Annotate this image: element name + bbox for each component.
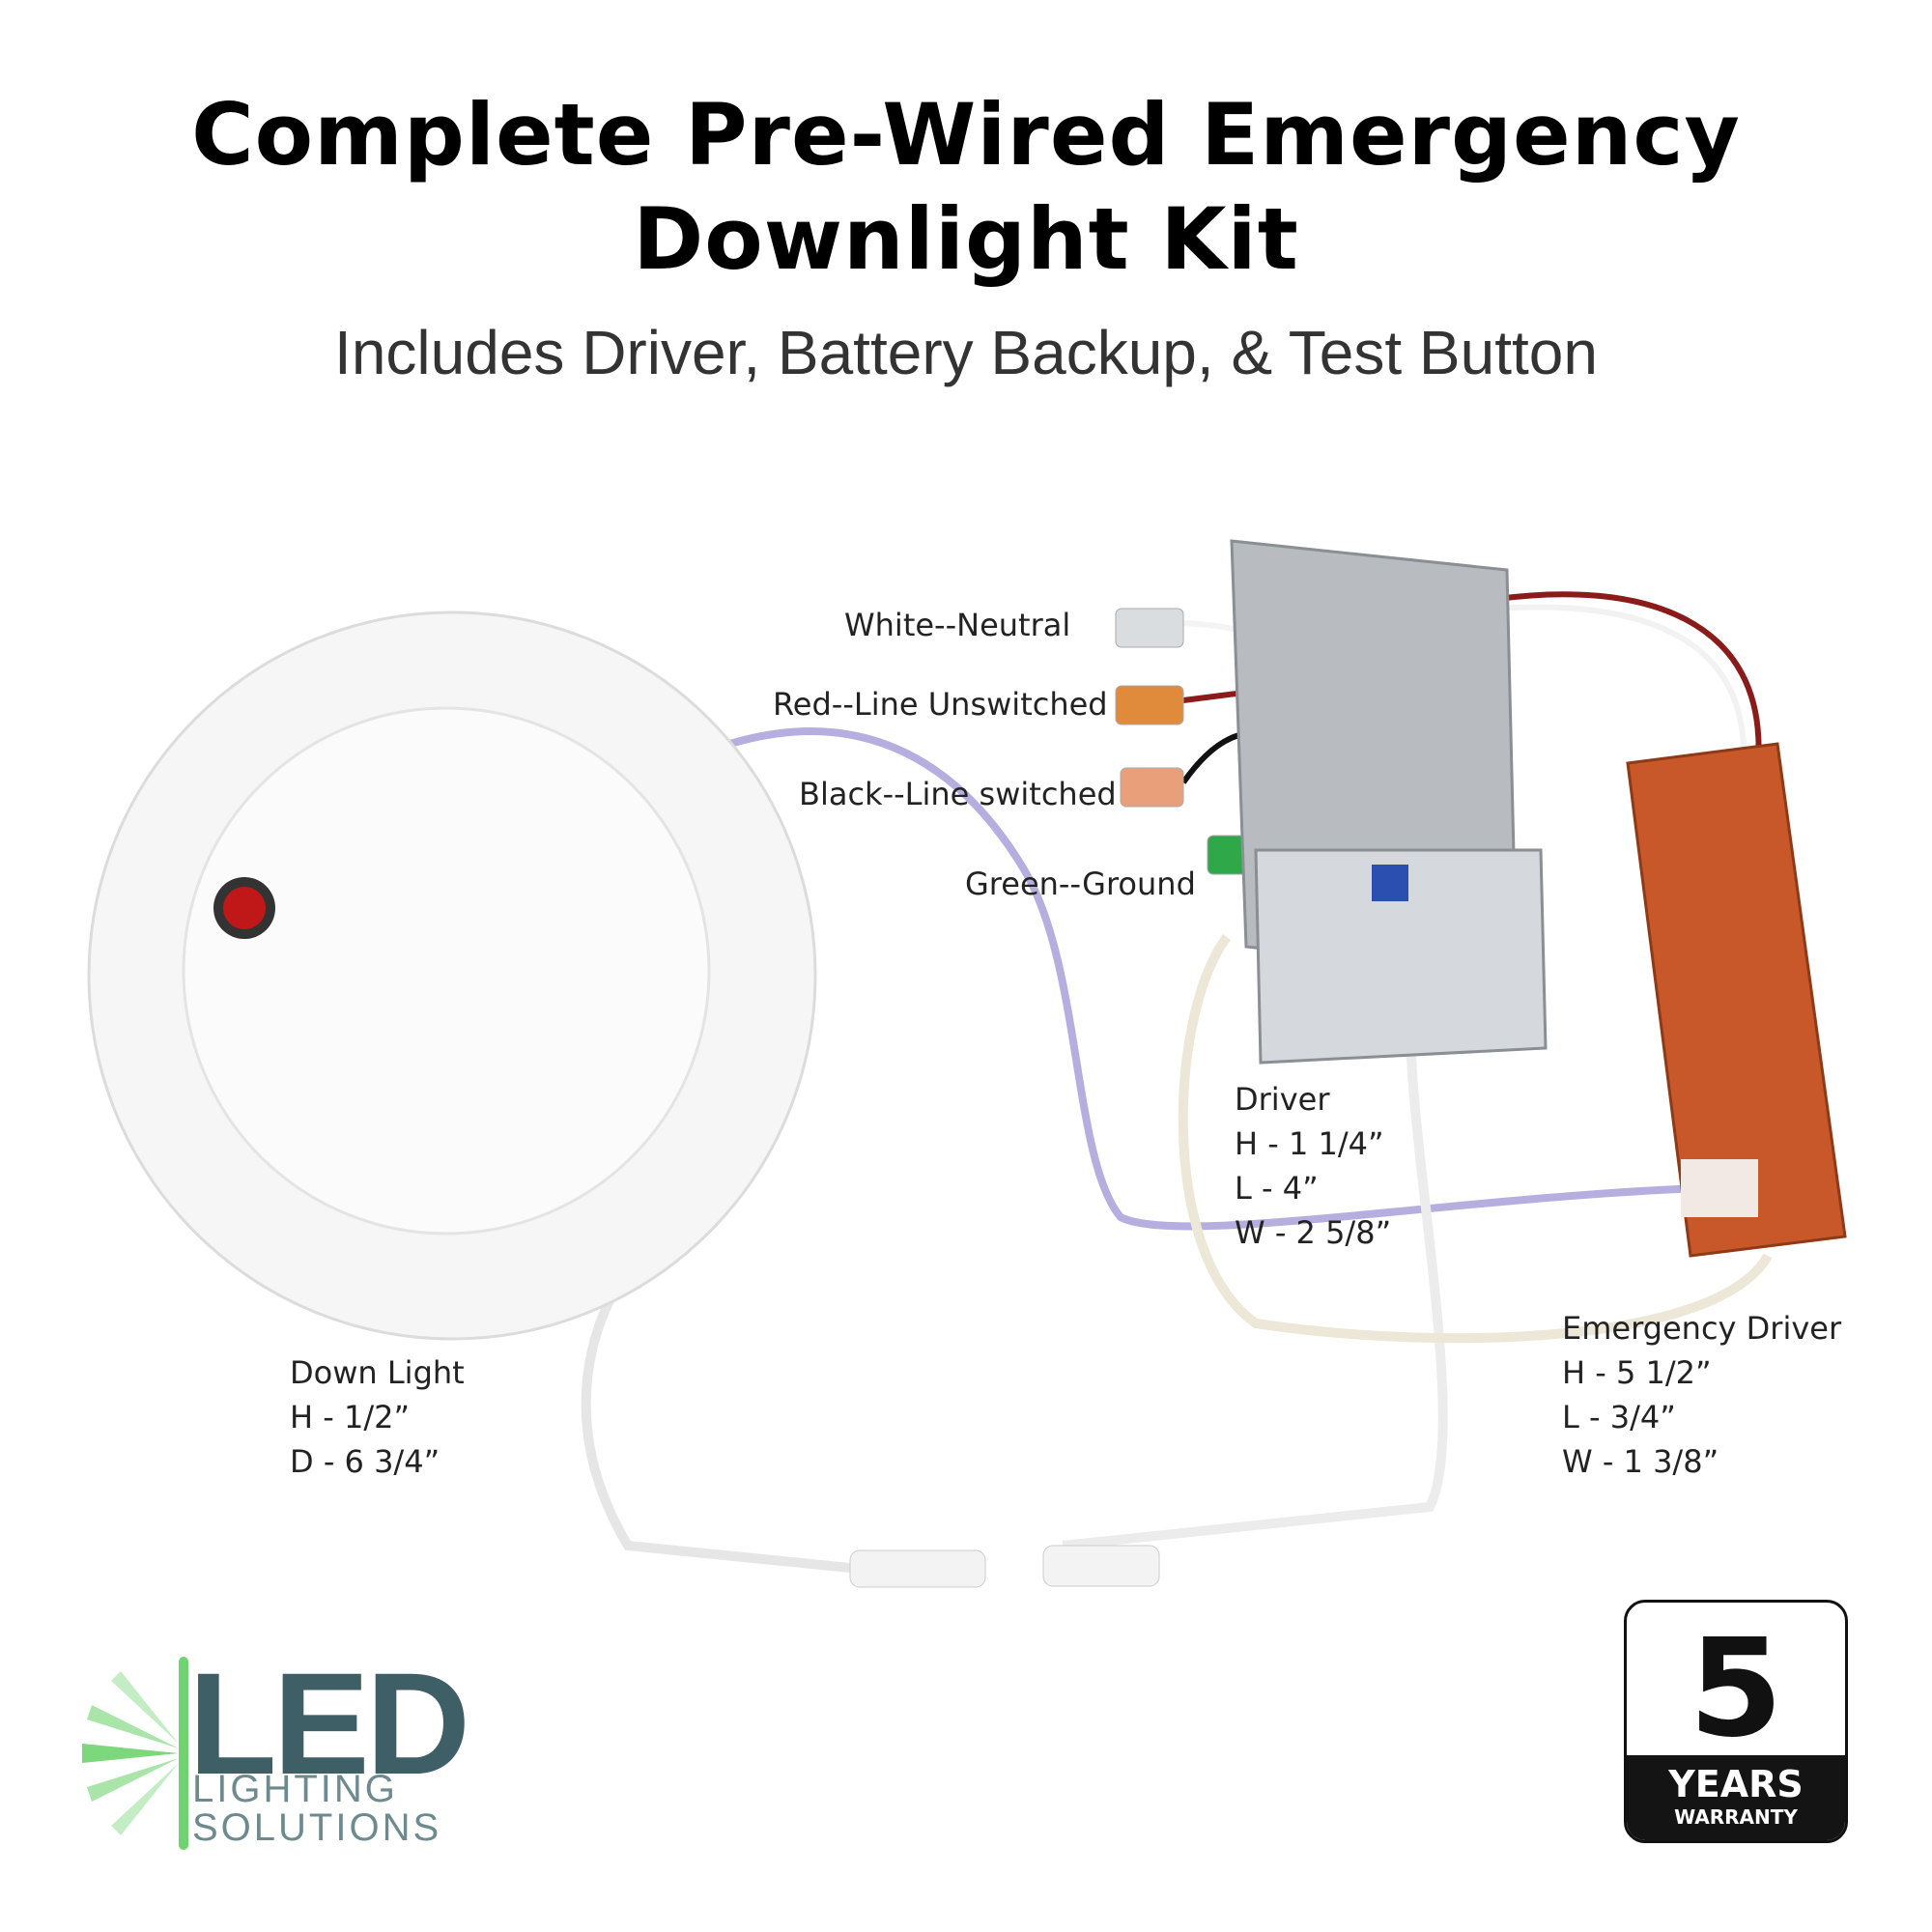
dc-plug-female <box>1042 1545 1160 1587</box>
dc-cable-right <box>1062 1023 1448 1550</box>
emergency-driver-test-terminal <box>1681 1159 1758 1217</box>
warranty-label: WARRANTY <box>1674 1805 1798 1829</box>
label-white-neutral: White--Neutral <box>844 607 1071 643</box>
emergency-led-driver <box>1626 742 1847 1258</box>
emergency-cable <box>1178 934 1773 1344</box>
warranty-badge: 5 YEARS WARRANTY <box>1624 1600 1848 1843</box>
company-logo: LED LIGHTING SOLUTIONS <box>82 1642 470 1855</box>
dc-plug-male <box>849 1549 986 1588</box>
label-black-line: Black--Line switched <box>799 776 1117 812</box>
driver-height: H - 1 1/4” <box>1235 1125 1384 1162</box>
emergency-driver-width: W - 1 3/8” <box>1562 1443 1719 1480</box>
emergency-driver-name: Emergency Driver <box>1562 1310 1842 1347</box>
downlight-height: H - 1/2” <box>290 1399 411 1435</box>
title-line-2: Downlight Kit <box>633 189 1299 289</box>
logo-led: LED <box>188 1642 470 1804</box>
downlight-diameter: D - 6 3/4” <box>290 1443 440 1480</box>
driver-dimensions: Driver H - 1 1/4” L - 4” W - 2 5/8” <box>1235 1077 1391 1255</box>
downlight-dimensions: Down Light H - 1/2” D - 6 3/4” <box>290 1350 465 1484</box>
warranty-years-label: YEARS <box>1668 1763 1804 1805</box>
logo-solutions: SOLUTIONS <box>192 1806 442 1849</box>
led-driver <box>1254 848 1548 1065</box>
driver-width: W - 2 5/8” <box>1235 1214 1392 1251</box>
downlight-cable <box>713 727 1701 1231</box>
test-button <box>223 887 266 929</box>
downlight-lens <box>182 706 711 1236</box>
label-green-ground: Green--Ground <box>965 866 1196 902</box>
title-line-1: Complete Pre-Wired Emergency <box>191 85 1741 185</box>
sunburst-icon <box>82 1657 188 1850</box>
wago-connector-red <box>1115 685 1184 725</box>
label-red-line: Red--Line Unswitched <box>773 686 1108 723</box>
wago-connector-white <box>1115 608 1184 648</box>
wago-connector-black <box>1120 767 1184 808</box>
logo-lighting: LIGHTING <box>192 1768 398 1810</box>
emergency-driver-height: H - 5 1/2” <box>1562 1354 1712 1391</box>
energy-star-label <box>1372 865 1408 901</box>
driver-name: Driver <box>1235 1081 1330 1118</box>
emergency-driver-length: L - 3/4” <box>1562 1399 1676 1435</box>
warranty-years-number: 5 <box>1689 1610 1783 1768</box>
downlight-name: Down Light <box>290 1354 465 1391</box>
subtitle: Includes Driver, Battery Backup, & Test … <box>334 318 1598 387</box>
driver-length: L - 4” <box>1235 1170 1319 1207</box>
emergency-driver-dimensions: Emergency Driver H - 5 1/2” L - 3/4” W -… <box>1562 1306 1841 1484</box>
